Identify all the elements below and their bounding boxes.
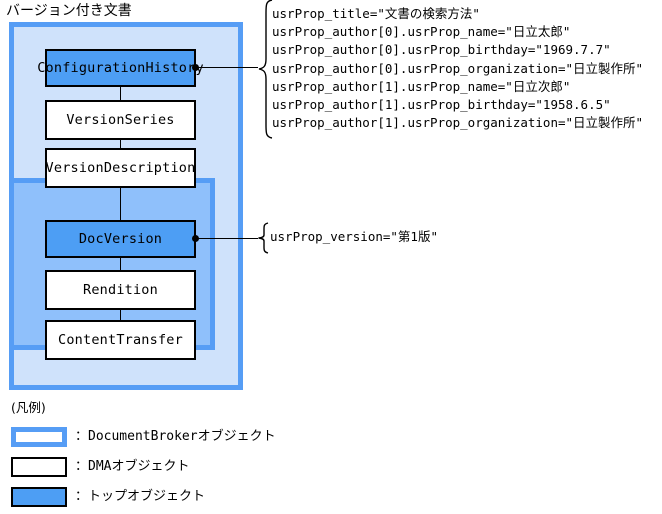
node-docversion[interactable]: DocVersion — [45, 220, 196, 258]
legend-label-dma: ：DMAオブジェクト — [75, 459, 190, 474]
node-contenttransfer[interactable]: ContentTransfer — [45, 320, 196, 360]
legend-label-documentbroker: ：DocumentBrokerオブジェクト — [75, 429, 276, 444]
legend-item-topobject: ：トップオブジェクト — [11, 484, 651, 510]
callout-leader-line-configurationhistory — [196, 67, 258, 68]
legend-swatch-topobject — [11, 487, 67, 507]
annotation-configurationhistory-properties: usrProp_title="文書の検索方法" usrProp_author[0… — [272, 6, 644, 131]
callout-anchor-dot-configurationhistory — [192, 64, 199, 71]
connector-line — [120, 86, 121, 101]
connector-line — [120, 257, 121, 271]
legend-swatch-dma — [11, 457, 67, 477]
callout-leader-line-docversion — [196, 238, 258, 239]
legend-title: (凡例) — [11, 400, 46, 415]
curly-brace-icon — [258, 0, 273, 139]
annotation-docversion-properties: usrProp_version="第1版" — [270, 229, 438, 244]
connector-line — [120, 187, 121, 221]
node-configurationhistory[interactable]: ConfigurationHistory — [37, 49, 204, 87]
curly-brace-icon — [258, 222, 269, 254]
connector-line — [120, 139, 121, 149]
callout-anchor-dot-docversion — [192, 235, 199, 242]
legend: (凡例) ：DocumentBrokerオブジェクト ：DMAオブジェクト ：ト… — [11, 400, 651, 514]
legend-item-dma: ：DMAオブジェクト — [11, 454, 651, 480]
node-versiondescription[interactable]: VersionDescription — [45, 148, 196, 188]
connector-line — [120, 309, 121, 321]
node-versionseries[interactable]: VersionSeries — [45, 100, 196, 140]
diagram-title: バージョン付き文書 — [6, 3, 132, 19]
node-rendition[interactable]: Rendition — [45, 270, 196, 310]
legend-label-topobject: ：トップオブジェクト — [75, 489, 206, 504]
legend-swatch-documentbroker — [11, 427, 67, 447]
legend-item-documentbroker: ：DocumentBrokerオブジェクト — [11, 424, 651, 450]
